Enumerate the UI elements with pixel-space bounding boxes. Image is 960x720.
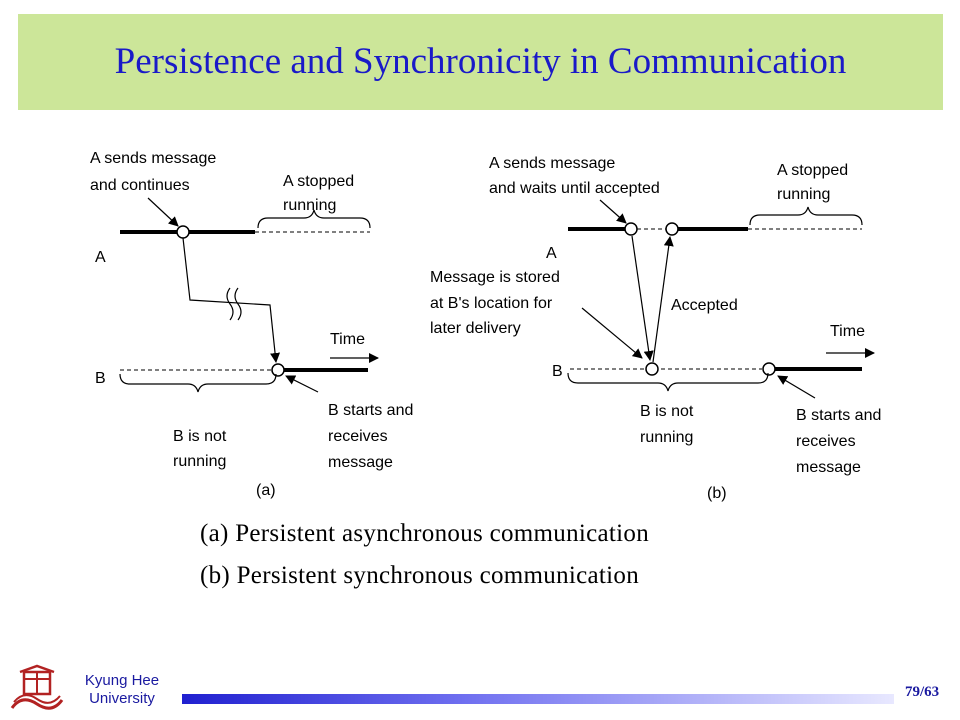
b-b-starts-label-2: receives — [796, 433, 856, 450]
b-accepted-label: Accepted — [671, 297, 738, 314]
b-process-b-label: B — [552, 363, 563, 380]
a-send-pointer — [147, 197, 179, 227]
a-receive-point — [271, 363, 285, 377]
a-process-b-label: B — [95, 370, 106, 387]
b-stored-label-1: Message is stored — [430, 269, 560, 286]
a-message-path — [182, 237, 281, 363]
university-name-line-2: University — [89, 690, 155, 707]
b-stored-label-3: later delivery — [430, 320, 521, 337]
b-receive-point — [762, 362, 776, 376]
a-b-starts-label-3: message — [328, 454, 393, 471]
b-accept-arrow — [652, 236, 674, 363]
page-number: 79/63 — [905, 684, 940, 700]
b-send-point — [624, 222, 638, 236]
b-process-a-label: A — [546, 245, 557, 262]
b-send-label-2: and waits until accepted — [489, 180, 660, 197]
a-stopped-label-1: A stopped — [283, 173, 354, 190]
b-stopped-label-2: running — [777, 186, 830, 203]
a-stopped-brace — [257, 209, 371, 229]
a-break-mark — [226, 287, 242, 321]
a-b-not-running-label-1: B is not — [173, 428, 227, 445]
a-receive-pointer — [285, 375, 319, 393]
a-b-starts-label-1: B starts and — [328, 402, 413, 419]
footer-gradient-bar — [182, 694, 894, 704]
diagram-a: A sends message and continues A stopped … — [90, 150, 413, 499]
a-time-label: Time — [330, 331, 365, 348]
b-send-label-1: A sends message — [489, 155, 615, 172]
a-stopped-label-2: running — [283, 197, 336, 214]
b-b-starts-label-3: message — [796, 459, 861, 476]
a-b-not-running-label-2: running — [173, 453, 226, 470]
caption-a: (a) Persistent asynchronous communicatio… — [200, 520, 650, 547]
a-send-label-2: and continues — [90, 177, 190, 194]
a-send-label-1: A sends message — [90, 150, 216, 167]
a-process-a-label: A — [95, 249, 106, 266]
b-accepted-point — [665, 222, 679, 236]
b-stopped-brace — [749, 206, 863, 226]
slide-title: Persistence and Synchronicity in Communi… — [114, 41, 847, 82]
diagram-b: A sends message and waits until accepted… — [430, 155, 881, 502]
b-message-arrow — [631, 235, 654, 361]
a-b-starts-label-2: receives — [328, 428, 388, 445]
university-name-line-1: Kyung Hee — [84, 672, 160, 689]
b-b-not-running-label-1: B is not — [640, 403, 694, 420]
b-store-point — [645, 362, 659, 376]
b-store-pointer — [581, 307, 643, 359]
b-time-label: Time — [830, 323, 865, 340]
a-send-point — [176, 225, 190, 239]
caption-b: (b) Persistent synchronous communication — [200, 562, 640, 589]
title-band: Persistence and Synchronicity in Communi… — [18, 14, 943, 110]
b-send-pointer — [599, 199, 627, 224]
b-stopped-label-1: A stopped — [777, 162, 848, 179]
university-logo-icon — [10, 664, 64, 710]
university-name: Kyung Hee University — [74, 672, 170, 708]
b-b-starts-label-1: B starts and — [796, 407, 881, 424]
a-not-running-brace — [119, 373, 277, 393]
a-diagram-tag: (a) — [256, 482, 276, 499]
b-not-running-brace — [567, 372, 769, 392]
b-stored-label-2: at B's location for — [430, 295, 553, 312]
b-b-not-running-label-2: running — [640, 429, 693, 446]
b-diagram-tag: (b) — [707, 485, 727, 502]
b-receive-pointer — [777, 375, 816, 399]
